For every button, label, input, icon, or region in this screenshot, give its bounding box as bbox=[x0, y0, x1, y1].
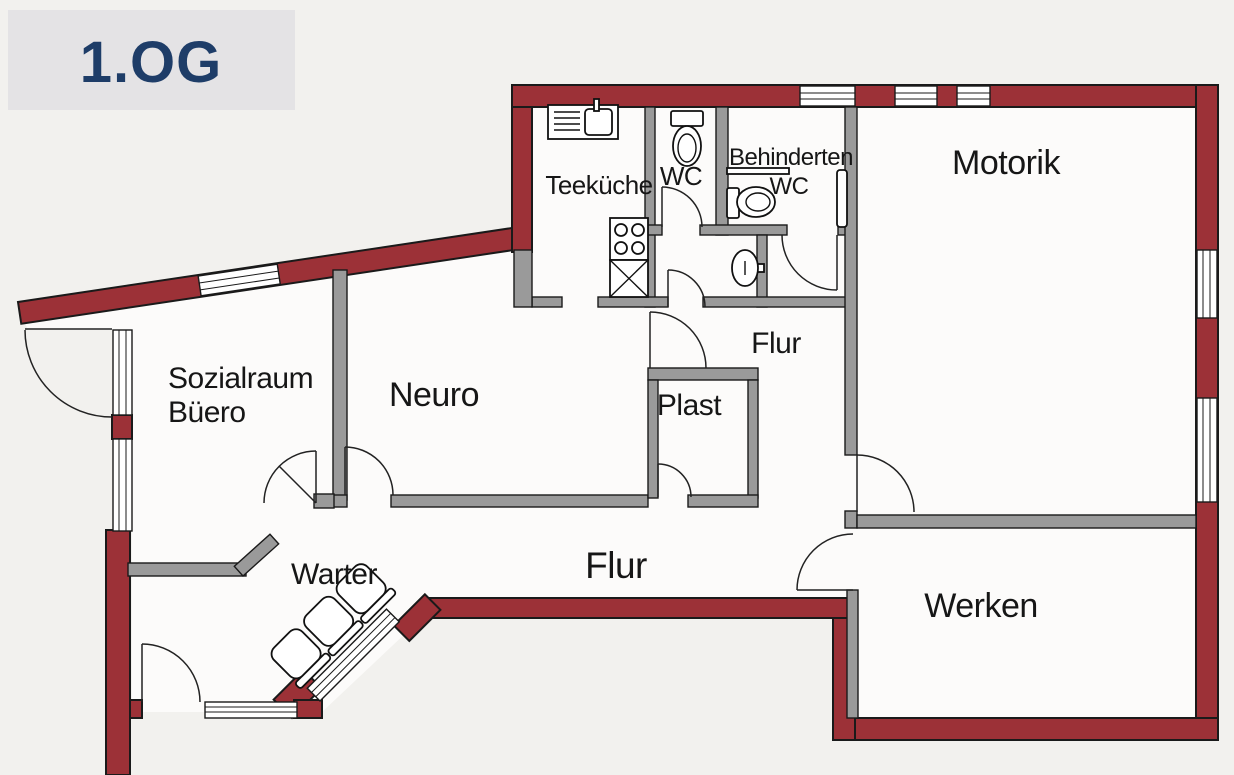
window bbox=[956, 85, 991, 107]
window bbox=[799, 85, 856, 107]
room-label-wc: WC bbox=[660, 161, 702, 191]
interior-walls bbox=[127, 106, 1197, 719]
door-arc bbox=[141, 643, 201, 703]
floor-badge: 1.OG bbox=[8, 10, 295, 110]
room-label-flur-oben: Flur bbox=[751, 327, 801, 360]
door-arc bbox=[344, 446, 394, 496]
room-label-neuro: Neuro bbox=[389, 376, 479, 414]
door-arc bbox=[781, 234, 838, 291]
door-arc bbox=[649, 311, 707, 369]
exterior-walls bbox=[16, 84, 1219, 775]
door-arc bbox=[667, 269, 706, 308]
room-label-sozialraum-1: Sozialraum bbox=[168, 362, 313, 395]
room-label-sozialraum-2: Büero bbox=[168, 396, 246, 429]
accessible-toilet-icon bbox=[726, 186, 776, 219]
room-label-flur-unten: Flur bbox=[585, 545, 647, 586]
doors bbox=[24, 186, 915, 703]
room-labels: Teeküche WC Behinderten WC Motorik Sozia… bbox=[168, 144, 1062, 625]
room-label-teekueche: Teeküche bbox=[545, 170, 652, 200]
wall-rail-icon bbox=[836, 169, 848, 228]
room-label-motorik: Motorik bbox=[952, 144, 1061, 182]
kitchen-sink-icon bbox=[547, 98, 619, 140]
door-arc bbox=[263, 450, 317, 504]
door-arc bbox=[657, 463, 692, 498]
room-label-warter: Warter bbox=[291, 558, 377, 591]
room-label-behinderten-wc-2: WC bbox=[770, 173, 809, 200]
room-label-behinderten-wc-1: Behinderten bbox=[729, 144, 853, 171]
fixtures bbox=[270, 98, 848, 689]
waiting-chairs-icon bbox=[270, 563, 397, 689]
door-arc bbox=[661, 186, 703, 228]
window bbox=[306, 608, 401, 702]
room-label-werken: Werken bbox=[924, 587, 1038, 625]
kitchen-cupboard-icon bbox=[609, 259, 649, 298]
windows bbox=[112, 85, 1218, 719]
window bbox=[197, 263, 282, 297]
toilet-icon bbox=[670, 110, 704, 167]
window bbox=[1196, 249, 1218, 319]
room-label-plast: Plast bbox=[657, 389, 722, 422]
floor-badge-label: 1.OG bbox=[80, 30, 223, 95]
window bbox=[204, 701, 298, 719]
door-arc bbox=[796, 533, 854, 591]
door-arc bbox=[24, 328, 113, 418]
window bbox=[112, 438, 133, 532]
window bbox=[1196, 397, 1218, 503]
window bbox=[894, 85, 938, 107]
floor-badge-background bbox=[8, 10, 295, 110]
building-floor bbox=[20, 90, 1212, 734]
door-arc bbox=[856, 454, 915, 513]
window bbox=[112, 329, 133, 416]
grab-bar-icon bbox=[726, 167, 790, 175]
stove-icon bbox=[609, 217, 649, 261]
hand-basin-icon bbox=[731, 249, 765, 287]
